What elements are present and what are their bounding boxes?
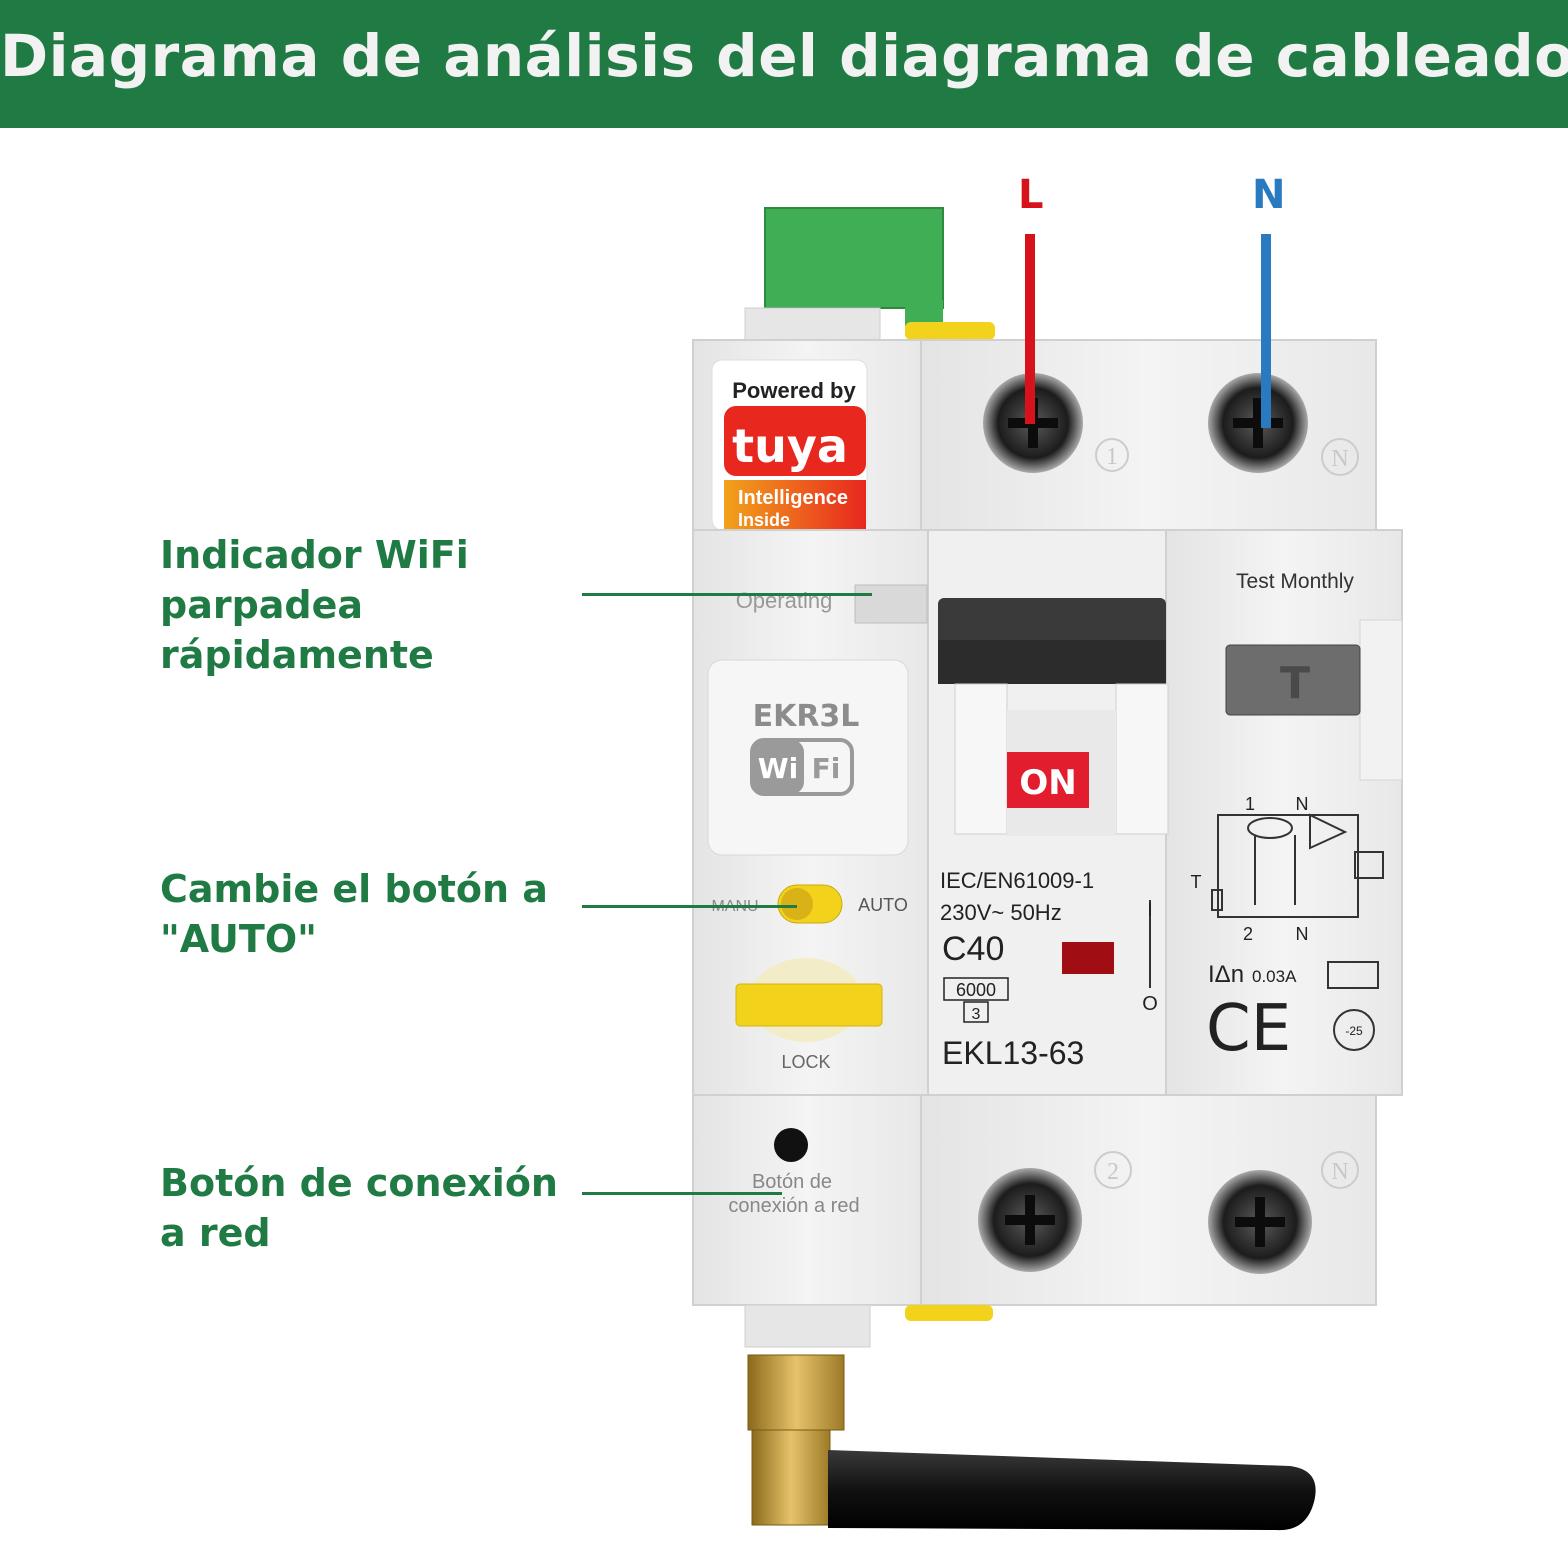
svg-text:EKL13-63: EKL13-63	[942, 1035, 1084, 1071]
svg-text:Botón de: Botón de	[752, 1171, 832, 1193]
lock-slider	[735, 983, 883, 1027]
svg-text:230V~ 50Hz: 230V~ 50Hz	[940, 900, 1062, 925]
svg-text:Fi: Fi	[812, 752, 841, 785]
svg-text:Inside: Inside	[738, 510, 790, 530]
page-title: Diagrama de análisis del diagrama de cab…	[0, 22, 1568, 90]
header-banner: Diagrama de análisis del diagrama de cab…	[0, 0, 1568, 128]
svg-text:AUTO: AUTO	[858, 895, 908, 915]
test-button	[1225, 644, 1361, 716]
svg-text:2: 2	[1107, 1159, 1119, 1185]
svg-text:N: N	[1296, 924, 1309, 944]
model-top-label: EKR3L	[753, 699, 860, 734]
callout-wifi-indicator: Indicador WiFi parpadea rápidamente	[160, 533, 469, 677]
svg-text:O: O	[1142, 993, 1158, 1015]
svg-text:1: 1	[1106, 444, 1118, 470]
svg-text:3: 3	[972, 1006, 981, 1023]
svg-text:2: 2	[1243, 924, 1253, 944]
svg-text:1: 1	[1245, 794, 1255, 814]
line-wire	[1025, 234, 1035, 424]
svg-text:IΔn: IΔn	[1208, 961, 1244, 988]
network-button	[774, 1128, 808, 1162]
ce-mark: CE	[1206, 992, 1291, 1066]
callout-auto-switch: Cambie el botón a "AUTO"	[160, 867, 548, 961]
svg-text:I: I	[1147, 900, 1152, 920]
antenna	[828, 1450, 1316, 1531]
svg-text:-25: -25	[1345, 1024, 1363, 1038]
svg-text:T: T	[1280, 658, 1310, 709]
trip-indicator	[1062, 942, 1114, 974]
line-wire-label: L	[1018, 172, 1044, 218]
svg-text:IEC/EN61009-1: IEC/EN61009-1	[940, 868, 1094, 893]
top-yellow-clip	[905, 322, 995, 340]
leader-line-network	[582, 1192, 782, 1195]
svg-text:0.03A: 0.03A	[1252, 967, 1297, 986]
green-terminal-block	[764, 207, 944, 309]
svg-text:Intelligence: Intelligence	[738, 487, 848, 509]
powered-by-label: Powered by	[732, 378, 856, 403]
neutral-wire-label: N	[1252, 172, 1286, 218]
svg-text:N: N	[1296, 794, 1309, 814]
on-indicator	[1007, 752, 1089, 808]
svg-text:N: N	[1331, 1159, 1348, 1185]
svg-text:N: N	[1331, 446, 1348, 472]
svg-text:conexión a red: conexión a red	[728, 1195, 859, 1217]
svg-text:Wi: Wi	[758, 752, 798, 785]
svg-text:C40: C40	[942, 930, 1004, 968]
tuya-logo: tuya	[732, 419, 848, 473]
operating-label: Operating	[736, 588, 833, 613]
wifi-indicator-led	[854, 584, 928, 624]
callout-network-button: Botón de conexión a red	[160, 1161, 558, 1255]
svg-text:LOCK: LOCK	[781, 1052, 830, 1072]
svg-text:ON: ON	[1019, 763, 1076, 803]
neutral-wire	[1261, 234, 1271, 428]
leader-line-wifi	[582, 593, 872, 596]
svg-text:6000: 6000	[956, 980, 996, 1000]
test-monthly-label: Test Monthly	[1236, 570, 1354, 593]
antenna-connector	[747, 1354, 845, 1431]
svg-text:T: T	[1191, 872, 1202, 892]
leader-line-auto	[582, 905, 797, 908]
circuit-schematic	[1211, 813, 1384, 918]
